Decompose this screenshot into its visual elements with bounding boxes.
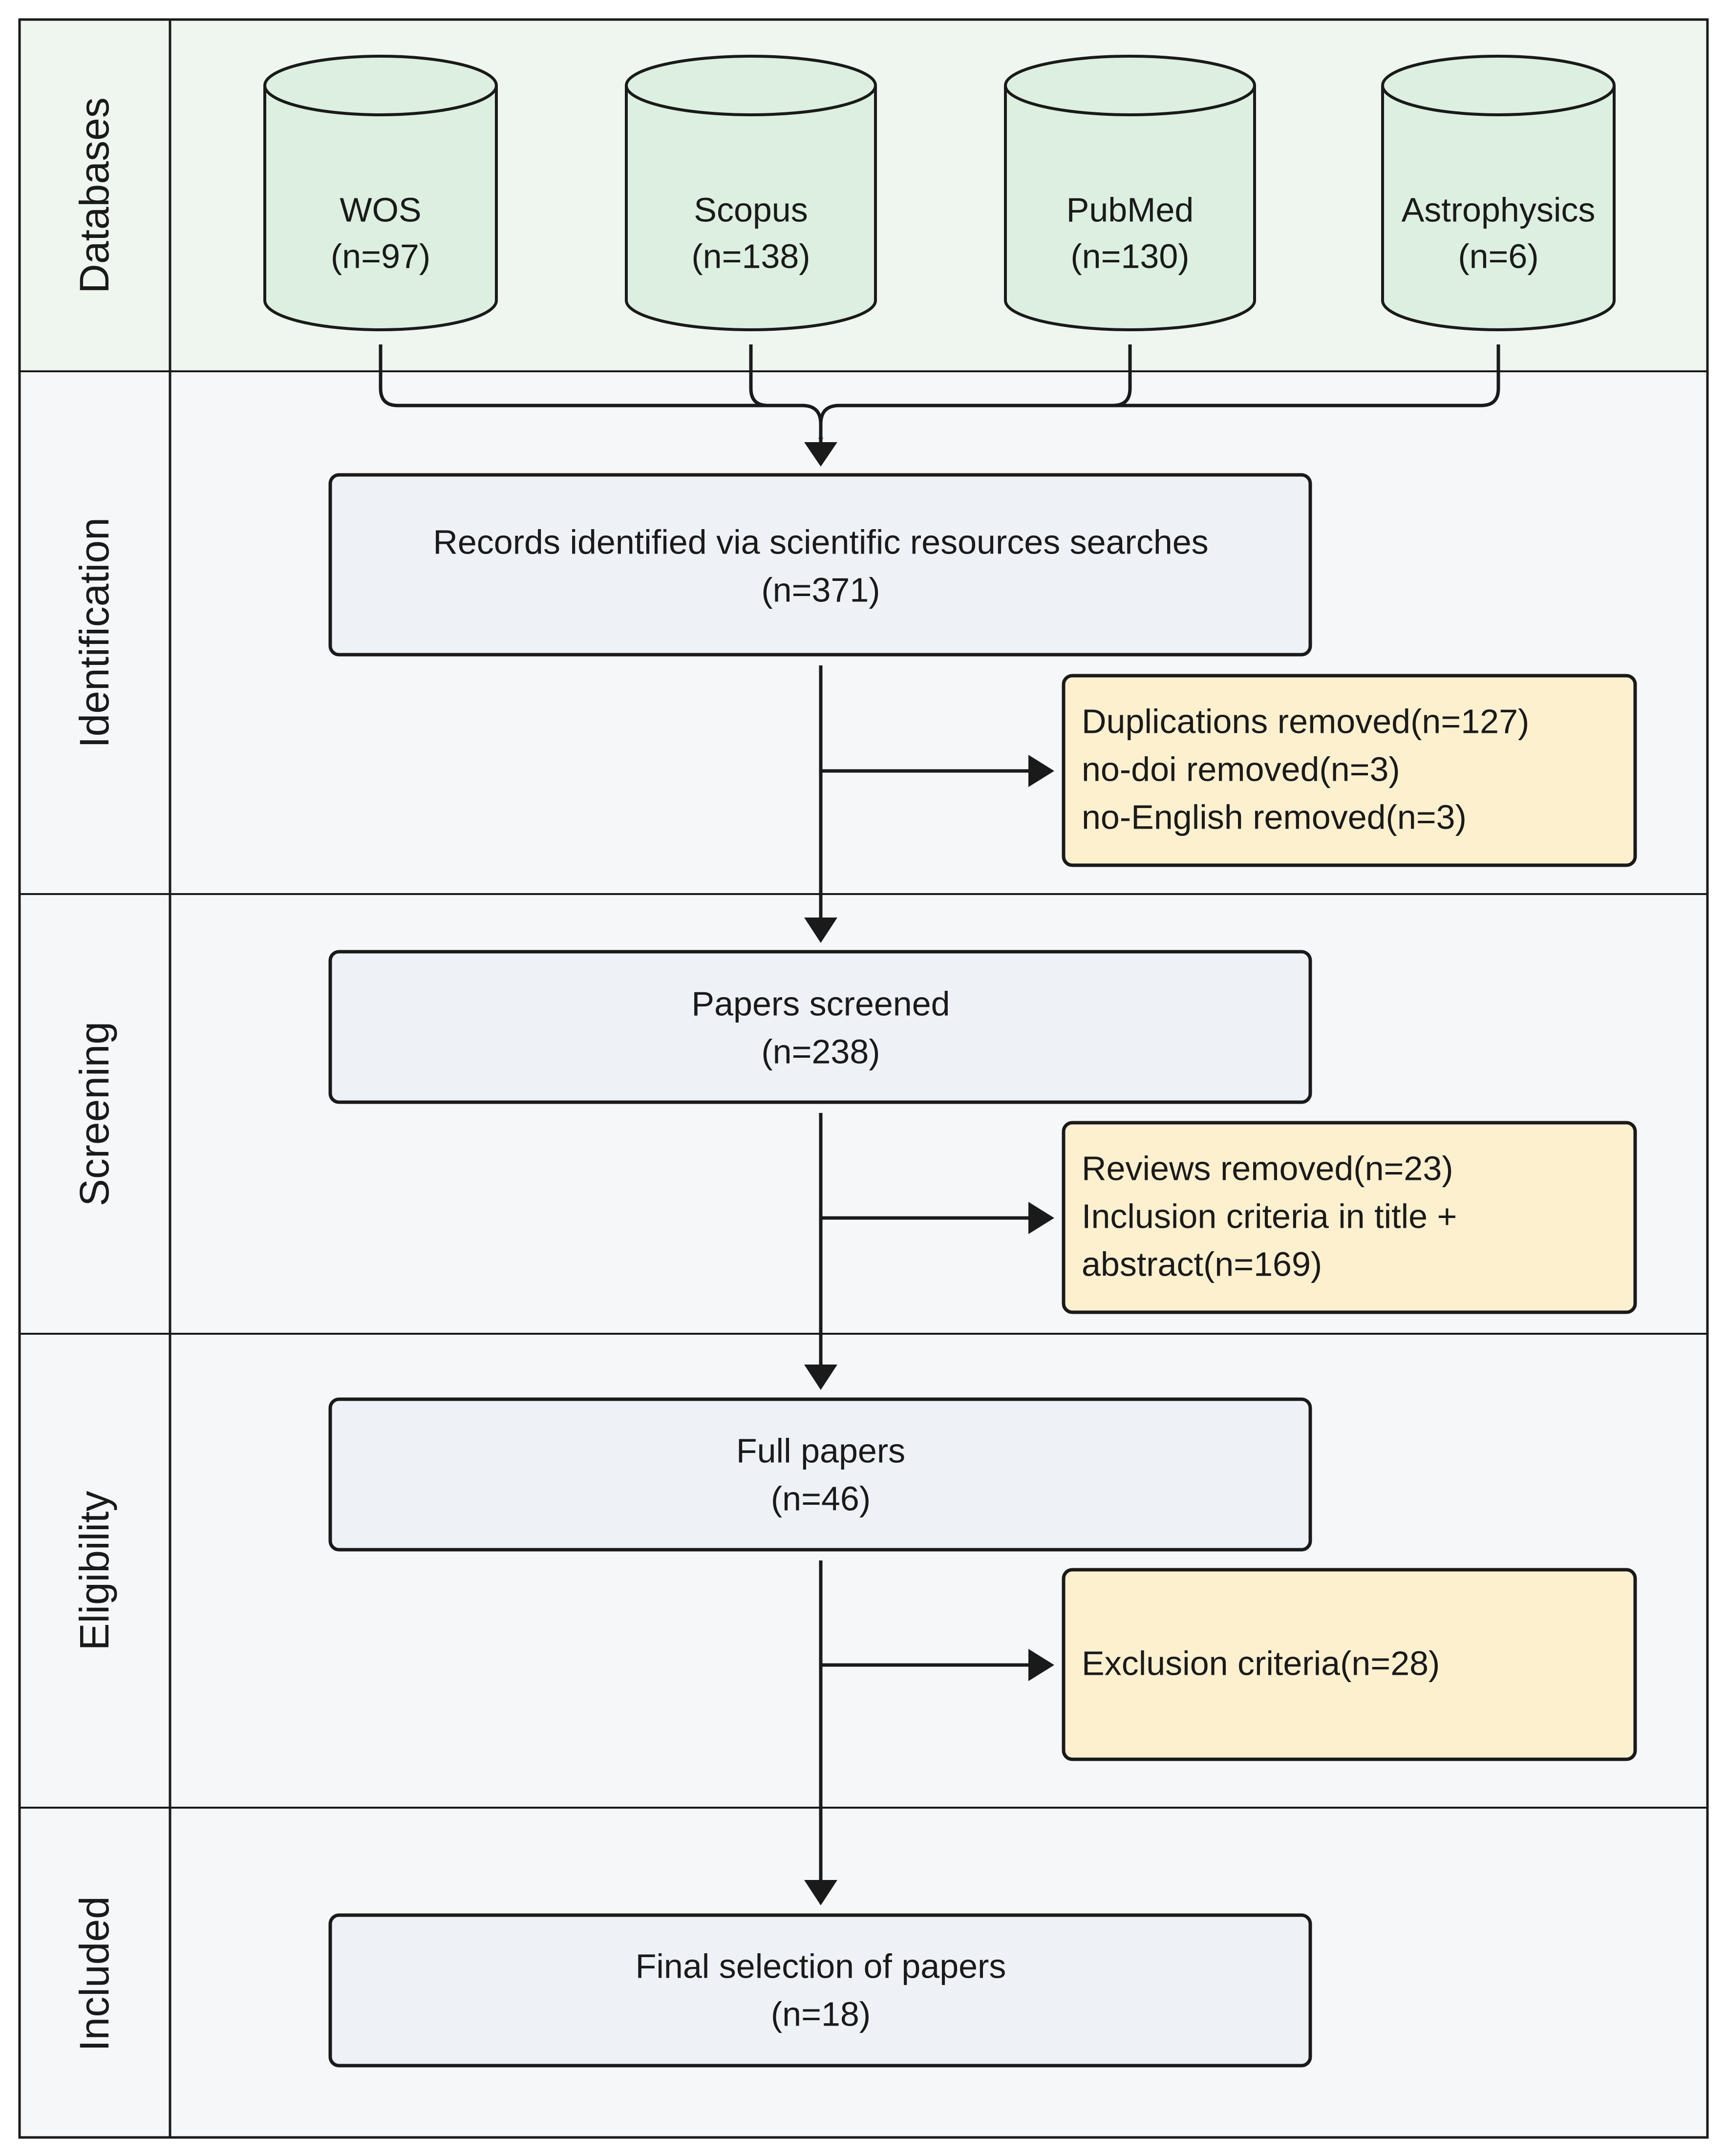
arrowhead-icon	[1028, 755, 1054, 787]
exclusion-line: Inclusion criteria in title +	[1082, 1197, 1457, 1235]
database-cylinder-pubmed: PubMed (n=130)	[1004, 55, 1256, 331]
exclusion-line: no-English removed(n=3)	[1082, 798, 1467, 836]
database-count: (n=130)	[1070, 237, 1189, 275]
full-papers-box: Full papers (n=46)	[328, 1397, 1312, 1552]
exclusion-line: no-doi removed(n=3)	[1082, 750, 1400, 788]
database-count: (n=97)	[331, 237, 430, 275]
exclusion-line: Reviews removed(n=23)	[1082, 1149, 1453, 1187]
database-cylinder-wos: WOS (n=97)	[263, 55, 498, 331]
database-name: Scopus	[694, 191, 808, 229]
exclusion-arrow	[821, 769, 1031, 1667]
arrowhead-icon	[804, 1880, 837, 1905]
box-count: (n=46)	[771, 1479, 871, 1517]
screening-exclusions-box: Reviews removed(n=23) Inclusion criteria…	[1062, 1121, 1637, 1314]
database-name: Astrophysics	[1402, 191, 1596, 229]
arrowhead-icon	[1028, 1649, 1054, 1681]
final-selection-box: Final selection of papers (n=18)	[328, 1913, 1312, 2068]
database-count: (n=138)	[691, 237, 810, 275]
stage-label-databases: Databases	[71, 97, 117, 294]
stage-label-eligibility: Eligibility	[71, 1491, 117, 1651]
box-count: (n=238)	[761, 1032, 880, 1070]
exclusion-line: Duplications removed(n=127)	[1082, 702, 1529, 740]
box-count: (n=18)	[771, 1995, 871, 2033]
box-title: Papers screened	[691, 984, 950, 1023]
outer-frame	[18, 18, 1709, 2139]
database-count: (n=6)	[1458, 237, 1538, 275]
stage-label-identification: Identification	[71, 517, 117, 748]
arrowhead-icon	[804, 442, 837, 467]
database-cylinder-scopus: Scopus (n=138)	[625, 55, 877, 331]
box-title: Final selection of papers	[636, 1947, 1006, 1985]
papers-screened-box: Papers screened (n=238)	[328, 950, 1312, 1104]
database-cylinder-astrophysics: Astrophysics (n=6)	[1381, 55, 1616, 331]
records-identified-box: Records identified via scientific resour…	[328, 473, 1312, 657]
identification-exclusions-box: Duplications removed(n=127) no-doi remov…	[1062, 674, 1637, 867]
database-merge-connector	[379, 344, 1500, 443]
eligibility-exclusions-box: Exclusion criteria(n=28)	[1062, 1568, 1637, 1761]
stage-label-included: Included	[71, 1896, 117, 2051]
box-count: (n=371)	[761, 571, 880, 609]
box-title: Records identified via scientific resour…	[433, 523, 1208, 561]
arrowhead-icon	[804, 1365, 837, 1390]
database-name: WOS	[340, 191, 421, 229]
database-name: PubMed	[1066, 191, 1194, 229]
exclusion-line: Exclusion criteria(n=28)	[1082, 1644, 1440, 1682]
exclusion-line: abstract(n=169)	[1082, 1245, 1322, 1283]
stage-label-screening: Screening	[71, 1022, 117, 1206]
arrowhead-icon	[804, 918, 837, 943]
arrowhead-icon	[1028, 1202, 1054, 1234]
box-title: Full papers	[736, 1431, 905, 1470]
